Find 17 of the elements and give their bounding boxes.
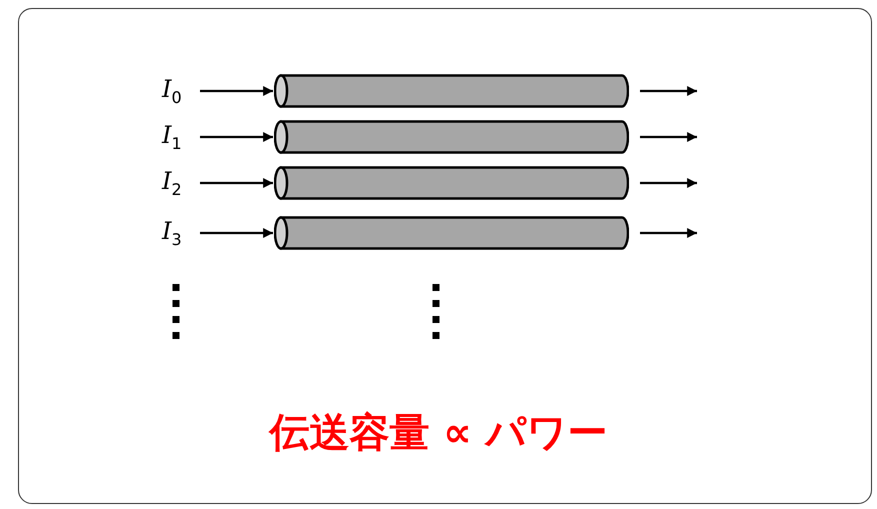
- arrow: [200, 86, 273, 96]
- caption: 伝送容量 ∝ パワー: [269, 410, 608, 456]
- current-label: I$_{2}$: [162, 167, 182, 195]
- arrow: [640, 178, 697, 188]
- arrow: [640, 86, 697, 96]
- arrow: [200, 228, 273, 238]
- fiber-cylinder: [274, 216, 629, 250]
- arrow: [200, 132, 273, 142]
- arrow: [640, 228, 697, 238]
- fiber-cylinder: [274, 74, 629, 108]
- current-label: I$_{3}$: [162, 217, 182, 245]
- arrow: [200, 178, 273, 188]
- current-label: I$_{1}$: [162, 121, 182, 149]
- fiber-cylinder: [274, 120, 629, 154]
- arrow: [640, 132, 697, 142]
- fiber-cylinder: [274, 166, 629, 200]
- current-label: I$_{0}$: [162, 75, 182, 103]
